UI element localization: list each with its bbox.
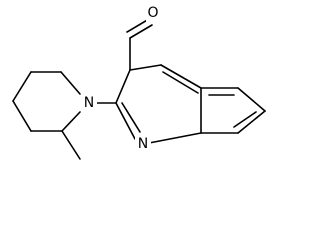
atom-label-piperidine-nitrogen: N xyxy=(81,95,97,112)
aldehyde-group xyxy=(126,18,153,71)
bond-c8a-n1 xyxy=(148,132,202,144)
bond-c6-c7 xyxy=(237,110,266,134)
bond-methyl xyxy=(61,130,81,160)
bond-c3-c4 xyxy=(129,64,162,71)
quinoline-nitrogen-label: N xyxy=(138,136,148,152)
bond-c4-c4a xyxy=(160,64,202,89)
bond-pip-c5-c4 xyxy=(12,71,32,102)
piperidine-ring xyxy=(12,71,81,132)
bond-pip-c2-n xyxy=(61,111,81,132)
bond-c2-c3 xyxy=(115,69,131,104)
quinoline-benzo-ring xyxy=(200,87,266,134)
atom-label-aldehyde-oxygen: O xyxy=(146,5,160,22)
bond-n1-c2 xyxy=(115,102,136,140)
piperidine-nitrogen-label: N xyxy=(84,95,94,111)
quinoline-pyridine-ring xyxy=(115,64,202,144)
atom-label-quinoline-nitrogen: N xyxy=(135,136,151,153)
bond-c6-c7-inner xyxy=(233,111,257,128)
molecule-structure-diagram: O N N xyxy=(12,5,266,160)
bond-c5-c6 xyxy=(237,87,266,112)
aldehyde-oxygen-label: O xyxy=(147,5,158,21)
bond-cho-c-o-2 xyxy=(126,18,150,33)
bond-cho-c-o-1 xyxy=(129,24,153,39)
bond-n1-c2-inner xyxy=(121,102,141,133)
bond-pip-n-c6 xyxy=(60,71,81,95)
bond-pip-c4-c3 xyxy=(12,100,32,132)
bond-c4-c4a-inner xyxy=(162,71,199,94)
